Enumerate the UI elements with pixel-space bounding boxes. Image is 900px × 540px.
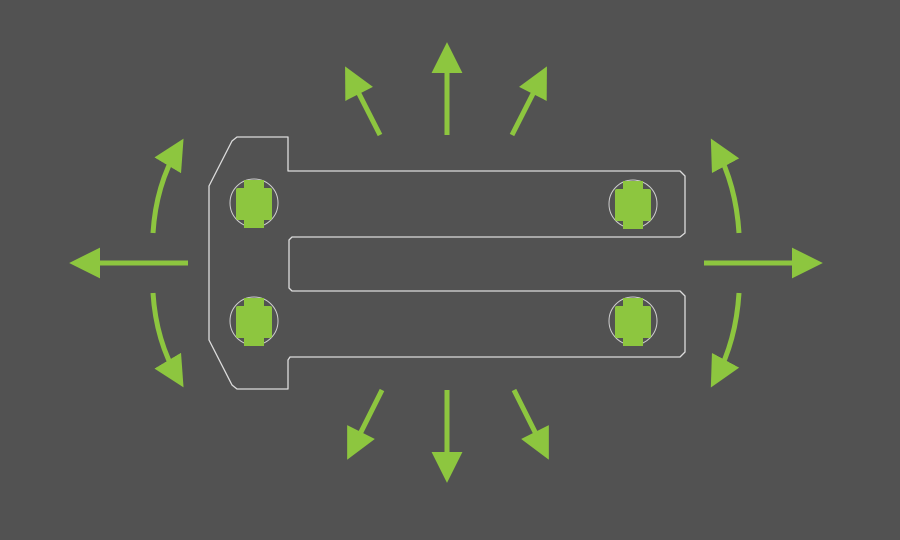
mount-pad-bottom-left (229, 296, 279, 346)
curved-arrow-right-up (710, 138, 742, 234)
curved-arrow-right-down (710, 292, 742, 388)
bracket-outline (208, 136, 686, 390)
curved-arrow-left-down (150, 292, 184, 388)
arrow-north-west (345, 66, 383, 137)
arrow-north-east (509, 66, 547, 137)
arrow-south-west (347, 388, 385, 460)
mount-pad-bottom-right (608, 296, 658, 346)
mount-pad-top-right (608, 179, 658, 229)
curved-arrow-left-up (150, 138, 184, 234)
arrow-south-east (511, 388, 549, 460)
mount-pad-top-left (229, 178, 279, 228)
